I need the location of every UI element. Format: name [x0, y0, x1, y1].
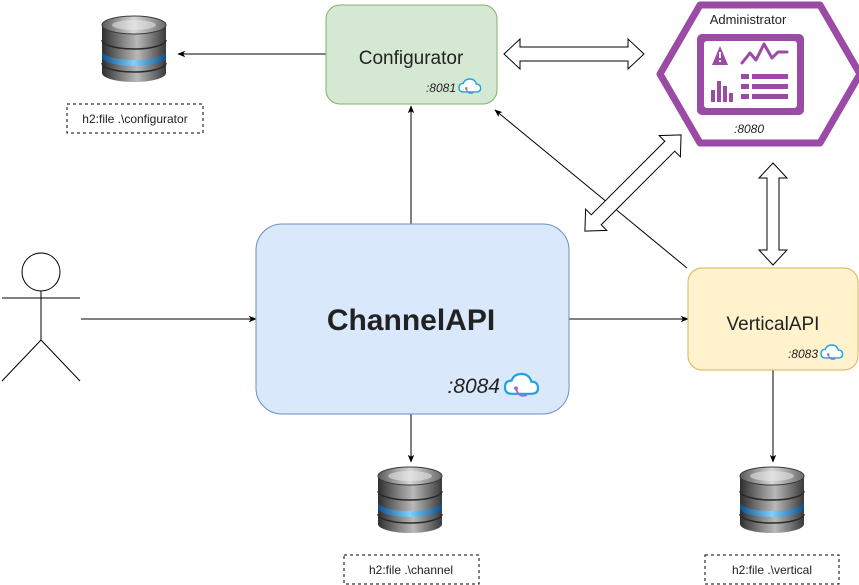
configurator-database-label: h2:file .\configurator — [82, 112, 187, 126]
vertical-database-label: h2:file .\vertical — [732, 563, 812, 577]
double-arrow-vertical-administrator — [757, 162, 789, 266]
vertical-node[interactable]: VerticalAPI :8083 — [687, 267, 859, 371]
database-icon — [101, 15, 167, 83]
vertical-port: :8083 — [788, 347, 818, 361]
administrator-node[interactable]: Administrator :8080 — [656, 1, 859, 147]
channel-port: :8084 — [447, 375, 500, 398]
channel-database: h2:file .\channel — [343, 466, 480, 585]
person-icon — [1, 252, 81, 382]
configurator-label: Configurator — [359, 48, 464, 69]
vertical-label: VerticalAPI — [727, 314, 820, 335]
dashboard-icon — [697, 34, 804, 115]
channel-node[interactable]: ChannelAPI :8084 — [255, 223, 570, 415]
channel-database-label: h2:file .\channel — [369, 563, 453, 577]
administrator-port: :8080 — [734, 122, 764, 136]
configurator-port: :8081 — [426, 81, 456, 95]
edge-vertical-to-configurator — [494, 109, 688, 269]
double-arrow-channel-administrator — [584, 134, 682, 232]
bidirectional-arrows — [503, 37, 789, 266]
channel-label: ChannelAPI — [327, 304, 495, 337]
vertical-database: h2:file .\vertical — [704, 466, 840, 585]
configurator-database: h2:file .\configurator — [66, 15, 204, 134]
database-icon — [377, 466, 443, 534]
double-arrow-configurator-administrator — [503, 37, 645, 71]
edges — [81, 50, 777, 463]
configurator-node[interactable]: Configurator :8081 — [325, 4, 498, 105]
administrator-label: Administrator — [710, 12, 787, 27]
database-icon — [739, 466, 805, 534]
